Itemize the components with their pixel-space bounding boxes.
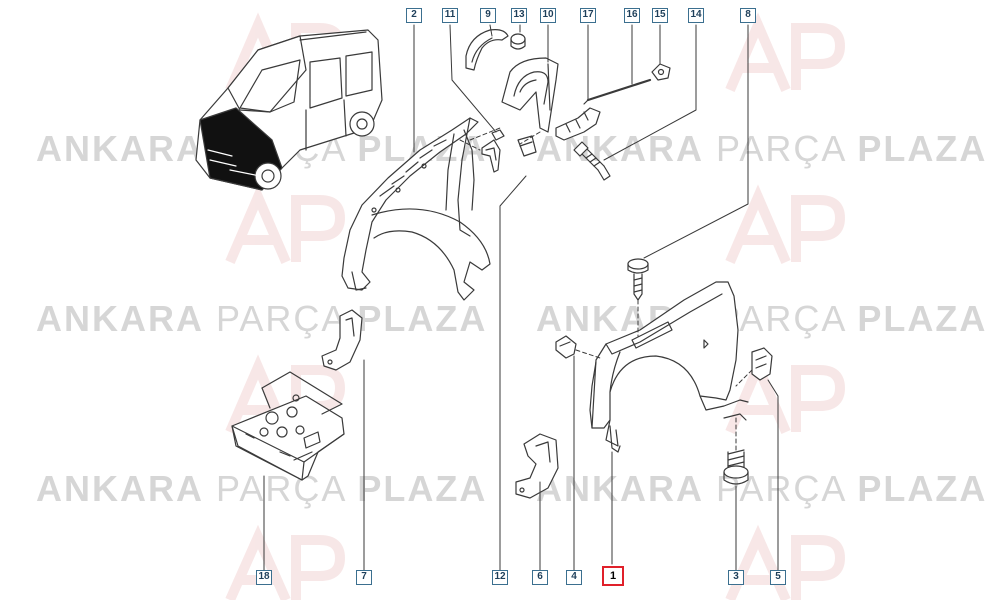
clip-11-part [481, 129, 505, 173]
rod-16-part [583, 78, 652, 105]
van-illustration [195, 29, 383, 191]
plug-13-part [510, 33, 526, 50]
clip-small-part [517, 135, 537, 157]
nut-15-part [651, 63, 671, 81]
callout-17[interactable]: 17 [580, 8, 596, 23]
clip-4-part [555, 335, 577, 359]
fuel-filler-housing-10-part [501, 57, 559, 133]
front-fender-1-part [589, 281, 749, 453]
bracket-6-part [515, 433, 559, 499]
callout-9[interactable]: 9 [480, 8, 496, 23]
watermark-text: ANKARA PARÇA PLAZA [36, 468, 488, 509]
watermark-logo-icon [725, 184, 846, 264]
watermark-text: ANKARA PARÇA PLAZA [536, 128, 988, 169]
leader-lines [263, 24, 779, 577]
watermark-logo-icon [225, 184, 346, 264]
bracket-17-part [555, 107, 601, 141]
callout-5[interactable]: 5 [770, 570, 786, 585]
clip-5-part [751, 347, 773, 381]
inner-fender-liner-part [341, 117, 491, 301]
callout-18[interactable]: 18 [256, 570, 272, 585]
callout-14[interactable]: 14 [688, 8, 704, 23]
callout-13[interactable]: 13 [511, 8, 527, 23]
callout-11[interactable]: 11 [442, 8, 458, 23]
assembly-guide-lines [459, 127, 753, 451]
fuel-door-9-part [465, 29, 509, 71]
callout-2[interactable]: 2 [406, 8, 422, 23]
callout-4[interactable]: 4 [566, 570, 582, 585]
callout-12[interactable]: 12 [492, 570, 508, 585]
bolt-14-part [573, 141, 611, 181]
callout-16[interactable]: 16 [624, 8, 640, 23]
callout-1-highlighted[interactable]: 1 [602, 566, 624, 586]
callout-3[interactable]: 3 [728, 570, 744, 585]
screw-8-part [627, 258, 649, 301]
bracket-7-part [321, 309, 363, 371]
fastener-kit-box-18-part [231, 371, 345, 481]
watermark-logo-icon [725, 12, 846, 92]
watermark-text: ANKARA PARÇA PLAZA [36, 298, 488, 339]
callout-10[interactable]: 10 [540, 8, 556, 23]
callout-7[interactable]: 7 [356, 570, 372, 585]
screw-3-part [723, 449, 749, 485]
callout-15[interactable]: 15 [652, 8, 668, 23]
callout-8[interactable]: 8 [740, 8, 756, 23]
callout-6[interactable]: 6 [532, 570, 548, 585]
